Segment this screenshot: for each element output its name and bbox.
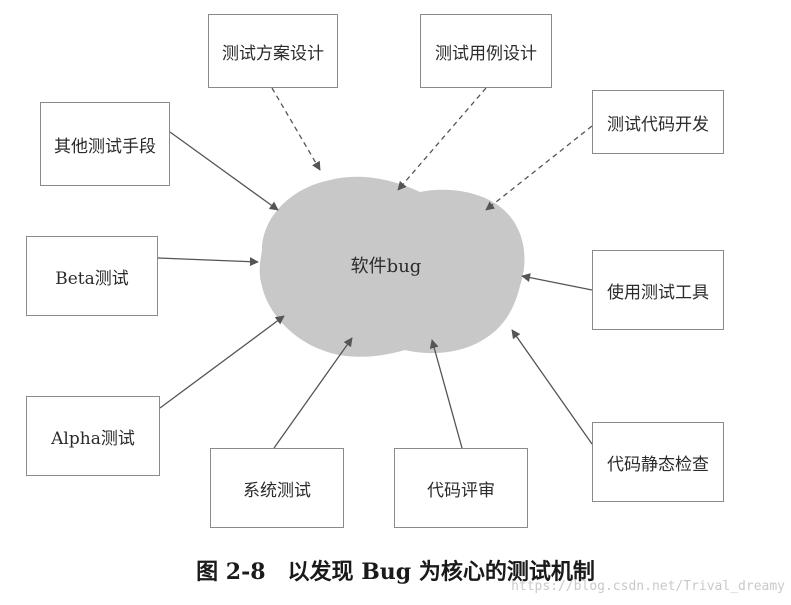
edge-system-test xyxy=(273,337,353,449)
edge-test-case-design xyxy=(397,87,487,191)
watermark: https://blog.csdn.net/Trival_dreamy xyxy=(511,578,785,594)
node-static-code-check: 代码静态检查 xyxy=(592,422,724,502)
node-beta-test: Beta测试 xyxy=(26,236,158,316)
node-label: 测试方案设计 xyxy=(222,43,324,64)
edge-test-plan-design xyxy=(271,87,321,171)
edge-use-test-tools xyxy=(521,273,593,291)
edge-other-test-means xyxy=(169,131,279,211)
node-label: Beta测试 xyxy=(55,268,129,289)
node-label: 代码静态检查 xyxy=(607,454,709,475)
center-label: 软件bug xyxy=(350,256,422,277)
edge-code-review xyxy=(429,339,463,449)
node-label: 代码评审 xyxy=(427,480,495,501)
node-label: 测试用例设计 xyxy=(435,43,537,64)
figure-caption: 图 2-8 以发现 Bug 为核心的测试机制 xyxy=(196,559,595,585)
node-use-test-tools: 使用测试工具 xyxy=(592,250,724,330)
node-test-case-design: 测试用例设计 xyxy=(420,14,552,88)
node-other-test-means: 其他测试手段 xyxy=(40,102,170,186)
node-label: 使用测试工具 xyxy=(607,282,709,303)
node-alpha-test: Alpha测试 xyxy=(26,396,160,476)
node-label: 测试代码开发 xyxy=(607,114,709,135)
node-label: Alpha测试 xyxy=(51,428,135,449)
node-test-plan-design: 测试方案设计 xyxy=(208,14,338,88)
node-system-test: 系统测试 xyxy=(210,448,344,528)
diagram-edges xyxy=(157,87,593,449)
node-label: 系统测试 xyxy=(243,480,311,501)
edge-test-code-dev xyxy=(485,125,593,211)
center-bug-cloud xyxy=(259,176,525,357)
node-label: 其他测试手段 xyxy=(54,136,156,157)
edge-beta-test xyxy=(157,257,259,267)
edge-alpha-test xyxy=(159,315,285,409)
node-code-review: 代码评审 xyxy=(394,448,528,528)
edge-static-code-check xyxy=(511,329,593,445)
node-test-code-dev: 测试代码开发 xyxy=(592,90,724,154)
